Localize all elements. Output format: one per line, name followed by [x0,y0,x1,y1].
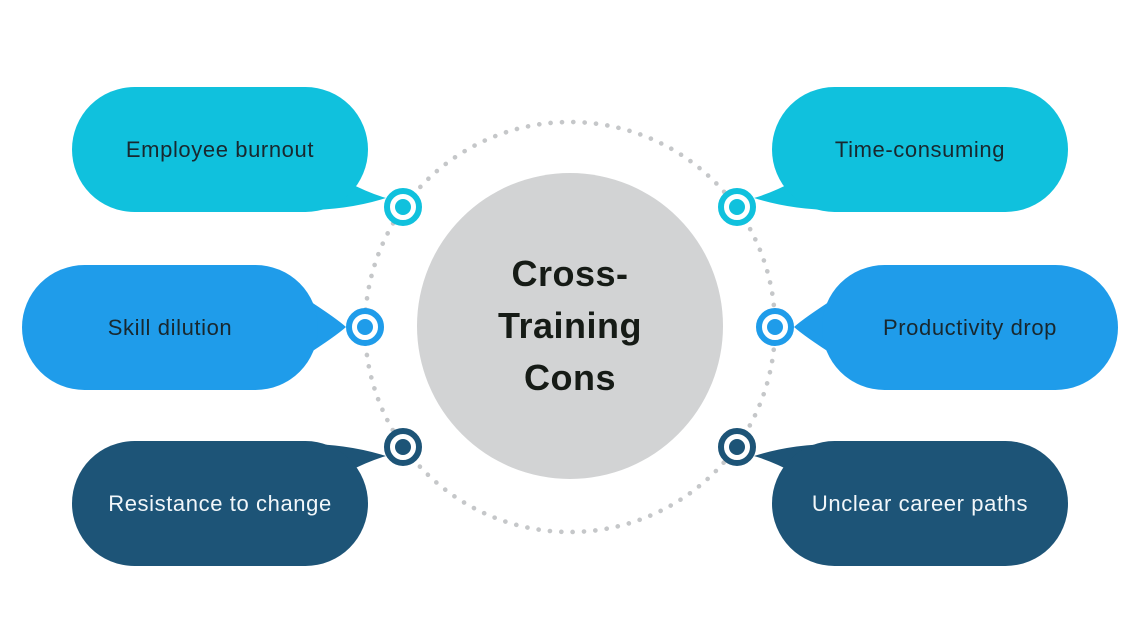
center-title-line-3: Cons [524,357,616,398]
bullseye-marker-unclear-career-paths [718,428,756,466]
bullseye-dot-icon [767,319,783,335]
bubble-unclear-career-paths: Unclear career paths [772,441,1068,566]
bullseye-dot-icon [729,199,745,215]
bubble-label-productivity-drop: Productivity drop [882,314,1058,340]
center-circle: Cross- Training Cons [417,173,723,479]
bubble-label-resistance-to-change: Resistance to change [108,490,332,516]
center-title-line-2: Training [497,305,642,346]
bubble-resistance-to-change: Resistance to change [72,441,368,566]
bullseye-marker-productivity-drop [756,308,794,346]
bubble-productivity-drop: Productivity drop [822,265,1118,390]
bubble-label-time-consuming: Time-consuming [834,136,1006,162]
bubble-label-unclear-career-paths: Unclear career paths [811,490,1029,516]
bullseye-marker-skill-dilution [346,308,384,346]
bubble-time-consuming: Time-consuming [772,87,1068,212]
bullseye-dot-icon [395,439,411,455]
bubble-employee-burnout: Employee burnout [72,87,368,212]
center-title-line-1: Cross- [511,253,629,294]
bubble-skill-dilution: Skill dilution [22,265,318,390]
bullseye-marker-resistance-to-change [384,428,422,466]
bullseye-dot-icon [357,319,373,335]
bullseye-dot-icon [395,199,411,215]
bubble-label-skill-dilution: Skill dilution [107,314,233,340]
bubble-label-employee-burnout: Employee burnout [125,136,315,162]
bullseye-marker-employee-burnout [384,188,422,226]
bullseye-dot-icon [729,439,745,455]
bullseye-marker-time-consuming [718,188,756,226]
